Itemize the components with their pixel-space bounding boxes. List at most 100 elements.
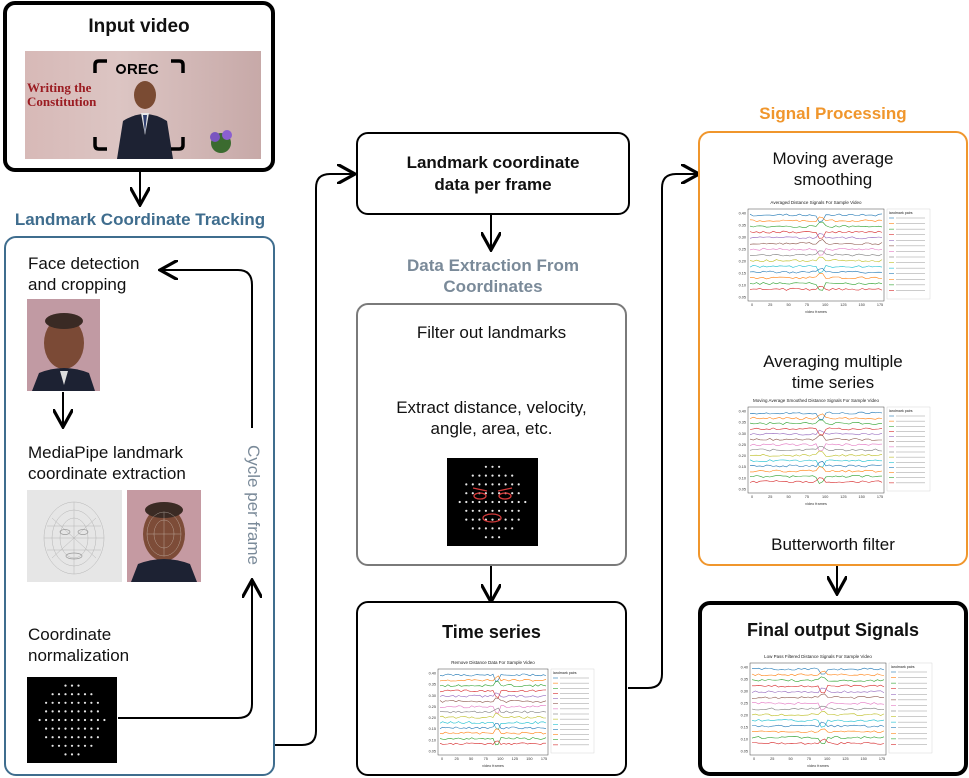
landmark-dot	[77, 710, 80, 713]
landmark-dot	[484, 536, 487, 539]
landmark-dot	[96, 701, 99, 704]
step-normalization: Coordinate normalization	[28, 624, 129, 666]
plot-title: Moving Average Smoothed Distance Signals…	[753, 398, 879, 403]
y-tick-label: 0.10	[741, 738, 748, 742]
legend-box	[888, 662, 933, 754]
y-tick-label: 0.20	[741, 714, 748, 718]
landmark-dot	[511, 474, 514, 477]
x-tick-label: 175	[877, 495, 883, 499]
landmark-dot	[491, 474, 494, 477]
extraction-title-line-1: Data Extraction From	[407, 256, 579, 275]
y-tick-label: 0.05	[739, 488, 746, 492]
landmark-dot	[77, 718, 80, 722]
speaker-figure	[93, 59, 232, 159]
cycle-label-wrap: Cycle per frame	[240, 440, 266, 570]
landmark-dot	[504, 483, 507, 486]
landmark-dot	[57, 693, 61, 696]
y-tick-label: 0.10	[739, 476, 746, 480]
landmark-dot	[77, 753, 80, 756]
series-line	[751, 711, 885, 717]
x-tick-label: 150	[861, 757, 867, 761]
banner-text: Writing the Constitution	[27, 81, 96, 109]
series-line	[751, 667, 885, 675]
butterworth-text: Butterworth filter	[771, 535, 895, 554]
x-tick-label: 0	[441, 757, 443, 761]
y-tick-label: 0.15	[741, 726, 748, 730]
landmark-dot	[96, 736, 99, 739]
landmark-dot	[465, 500, 468, 504]
landmark-dot	[517, 500, 520, 504]
y-tick-label: 0.30	[741, 690, 748, 694]
landmark-dot	[465, 518, 468, 521]
landmark-dot	[484, 483, 487, 486]
extraction-title: Data Extraction From Coordinates	[356, 255, 630, 297]
landmark-dot	[83, 718, 87, 722]
step-normalization-line-2: normalization	[28, 646, 130, 665]
landmark-dot	[498, 527, 501, 530]
landmark-dot	[465, 492, 468, 495]
landmark-dot	[484, 474, 487, 477]
averaging-text: Averaging multiple time series	[700, 351, 966, 393]
landmark-dot	[491, 465, 494, 468]
landmark-dot	[57, 701, 61, 704]
landmark-dot	[83, 736, 87, 739]
signal-plot-svg: Moving Average Smoothed Distance Signals…	[739, 398, 931, 506]
series-line	[749, 213, 883, 223]
x-tick-label: 25	[768, 303, 772, 307]
averaging-line-2: time series	[791, 373, 875, 392]
y-tick-label: 0.35	[429, 683, 436, 687]
x-tick-label: 175	[877, 303, 883, 307]
landmark-dot	[517, 509, 520, 512]
averaging-line-1: Averaging multiple	[763, 352, 903, 371]
landmark-dot	[511, 500, 514, 504]
series-line	[749, 429, 883, 436]
x-tick-label: 100	[824, 757, 830, 761]
landmark-dot	[498, 509, 501, 512]
y-tick-label: 0.15	[739, 272, 746, 276]
extraction-title-line-2: Coordinates	[443, 277, 543, 296]
series-line	[440, 707, 547, 714]
series-line	[749, 230, 883, 239]
x-tick-label: 50	[788, 757, 792, 761]
mesh-overlay-face-image	[127, 490, 201, 582]
landmark-dot	[64, 727, 67, 730]
final-output-title: Final output Signals	[747, 620, 919, 640]
landmark-dot	[471, 474, 474, 477]
time-series-title: Time series	[442, 622, 541, 642]
landmark-dot	[465, 483, 468, 486]
landmark-dot	[103, 718, 106, 722]
y-tick-label: 0.25	[429, 705, 436, 709]
y-tick-label: 0.40	[741, 666, 748, 670]
series-line	[749, 435, 882, 441]
y-tick-label: 0.30	[429, 694, 436, 698]
landmark-dot	[491, 492, 494, 495]
series-line	[749, 256, 883, 263]
rec-label: REC	[127, 61, 159, 78]
y-tick-label: 0.35	[741, 678, 748, 682]
landmark-dot	[478, 474, 481, 477]
plot-title: Averaged Distance Signals For Sample Vid…	[770, 200, 862, 205]
x-tick-label: 175	[541, 757, 547, 761]
series-line	[749, 443, 883, 452]
landmark-dot	[83, 701, 87, 704]
landmark-dot	[70, 727, 74, 730]
landmark-dot	[51, 693, 54, 696]
plot-title: Low Pass Filtered Distance Signals For S…	[764, 654, 872, 659]
step-face-detection-line-2: and cropping	[28, 275, 127, 294]
landmark-dot	[504, 527, 507, 530]
landmark-dot	[491, 527, 494, 530]
series-line	[751, 705, 885, 711]
landmark-dot	[504, 509, 507, 512]
series-line	[749, 282, 883, 291]
landmark-dot	[478, 527, 481, 530]
landmark-dot	[70, 684, 74, 687]
signal-plot-svg: Averaged Distance Signals For Sample Vid…	[739, 200, 931, 314]
landmark-dot	[96, 718, 99, 722]
landmark-dot	[498, 536, 501, 539]
landmark-dot	[64, 718, 67, 722]
landmark-dot	[498, 492, 501, 495]
banner-line-1: Writing the	[27, 80, 92, 95]
landmark-dot	[51, 710, 54, 713]
signal-plot-svg: Low Pass Filtered Distance Signals For S…	[741, 654, 933, 768]
